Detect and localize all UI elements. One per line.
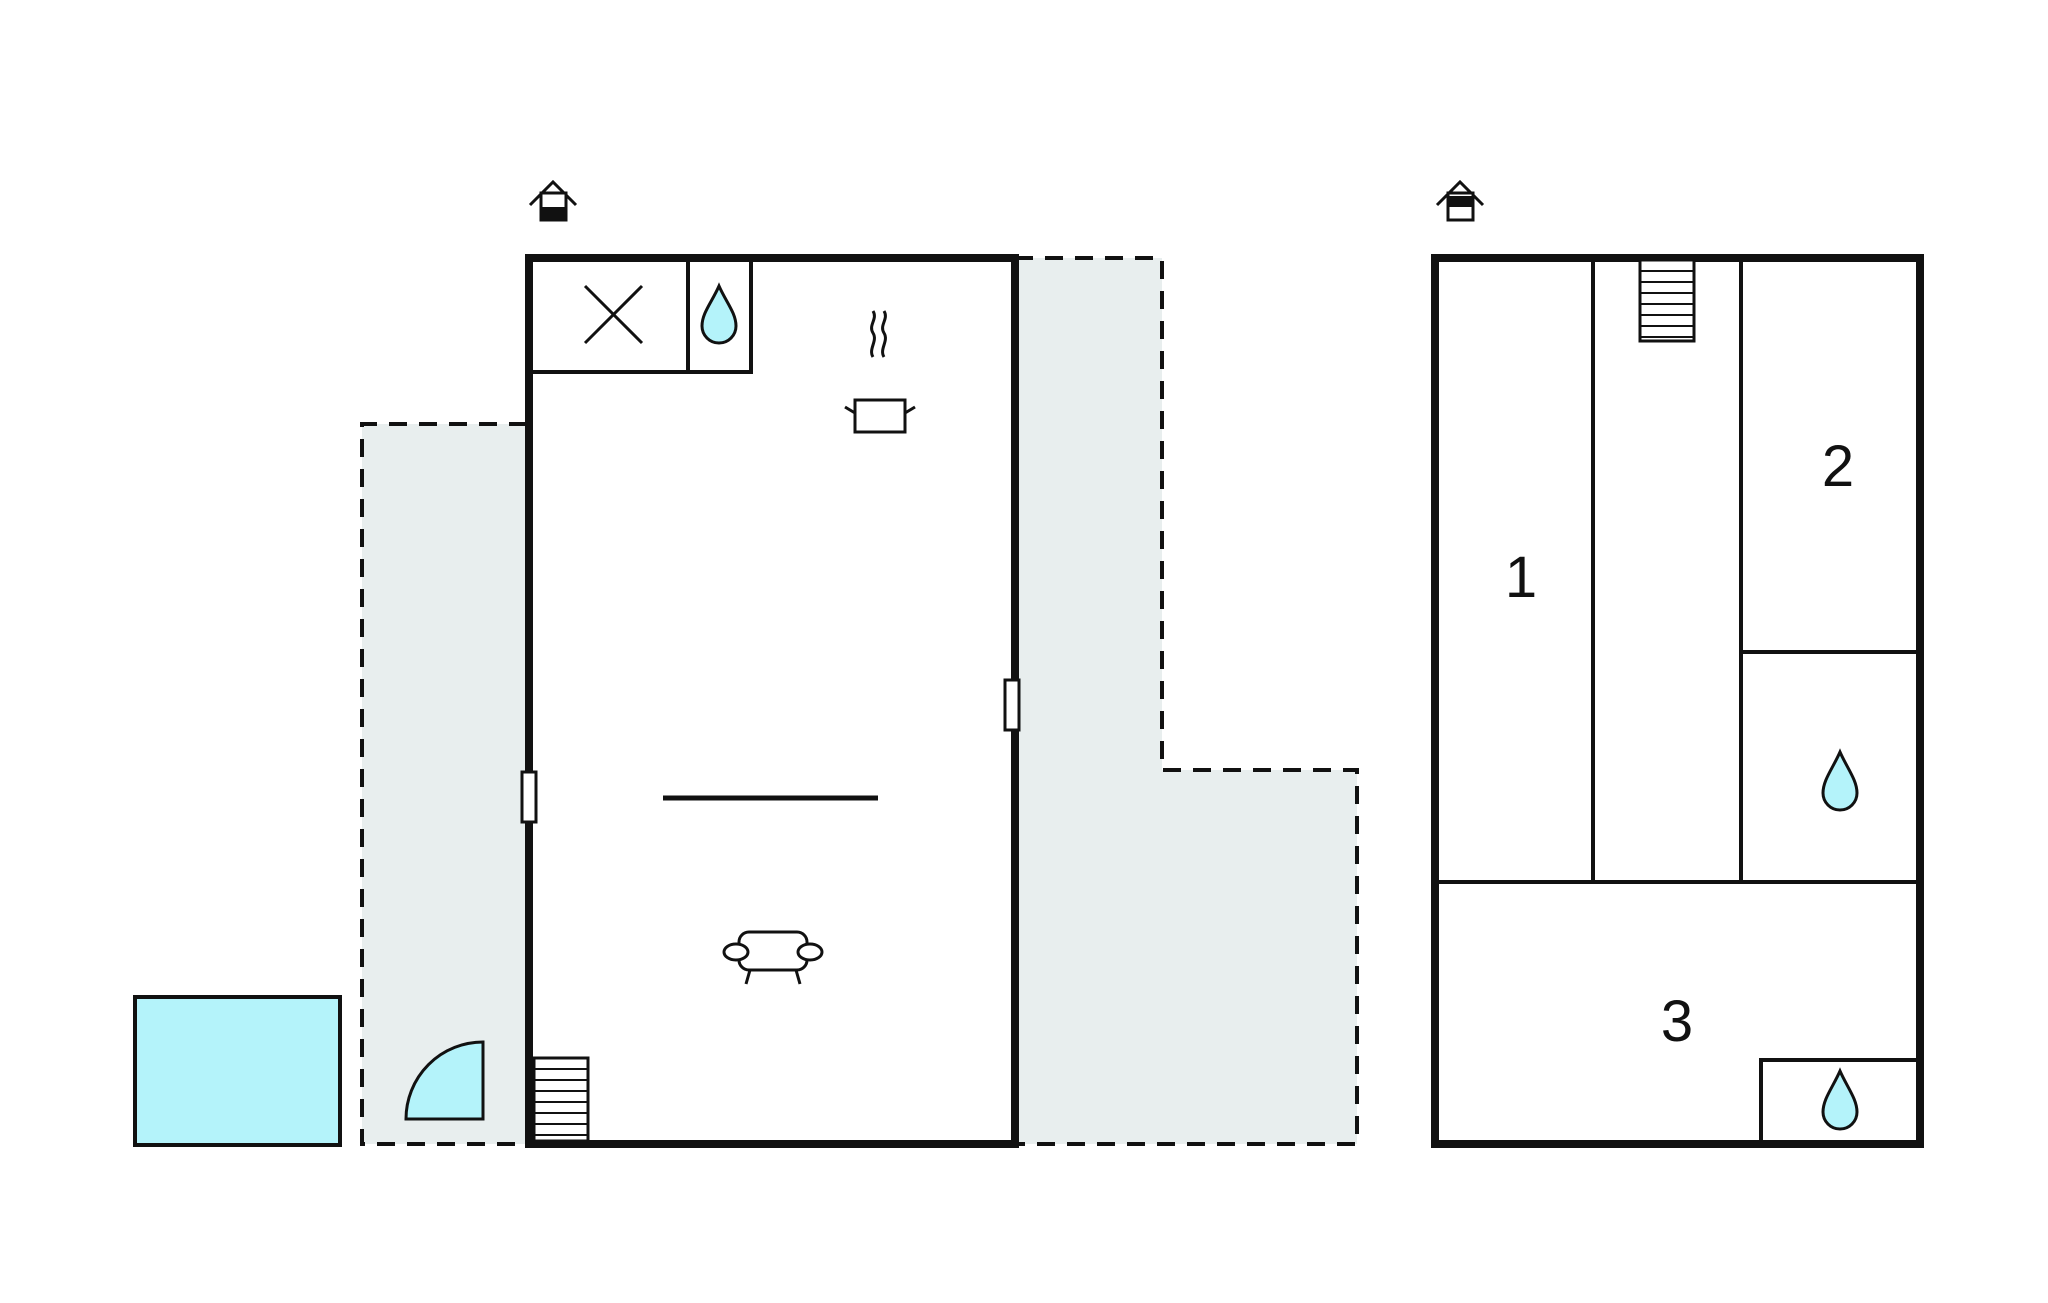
sofa-icon — [722, 930, 824, 985]
water-drop-icon — [1821, 748, 1859, 812]
bathroom-upper-small — [1759, 1058, 1922, 1146]
cooking-pot-icon — [844, 310, 916, 434]
room-label-1: 1 — [1505, 545, 1537, 610]
house-ground-floor-icon — [528, 179, 578, 222]
stairs-icon — [532, 1056, 590, 1143]
water-drop-icon — [1821, 1067, 1859, 1131]
house-upper-floor-icon — [1435, 179, 1485, 222]
terrace-left — [360, 422, 527, 1146]
water-drop-icon — [700, 282, 738, 345]
ground-floor — [520, 254, 1021, 1148]
room-label-3: 3 — [1661, 989, 1693, 1054]
ground-floor-outline — [525, 254, 1019, 1148]
door-swing-icon — [404, 1040, 485, 1121]
cross-icon — [583, 284, 644, 345]
terrace-right — [1015, 256, 1359, 1146]
bathroom-small — [686, 256, 753, 374]
pool — [133, 995, 342, 1147]
window-right — [1003, 678, 1021, 732]
room-label-2: 2 — [1822, 434, 1854, 499]
window-left — [520, 770, 538, 824]
upper-floor-outline — [1431, 254, 1924, 1148]
upper-floor: 1 2 3 — [1431, 254, 1924, 1148]
stairs-icon — [1638, 258, 1696, 343]
